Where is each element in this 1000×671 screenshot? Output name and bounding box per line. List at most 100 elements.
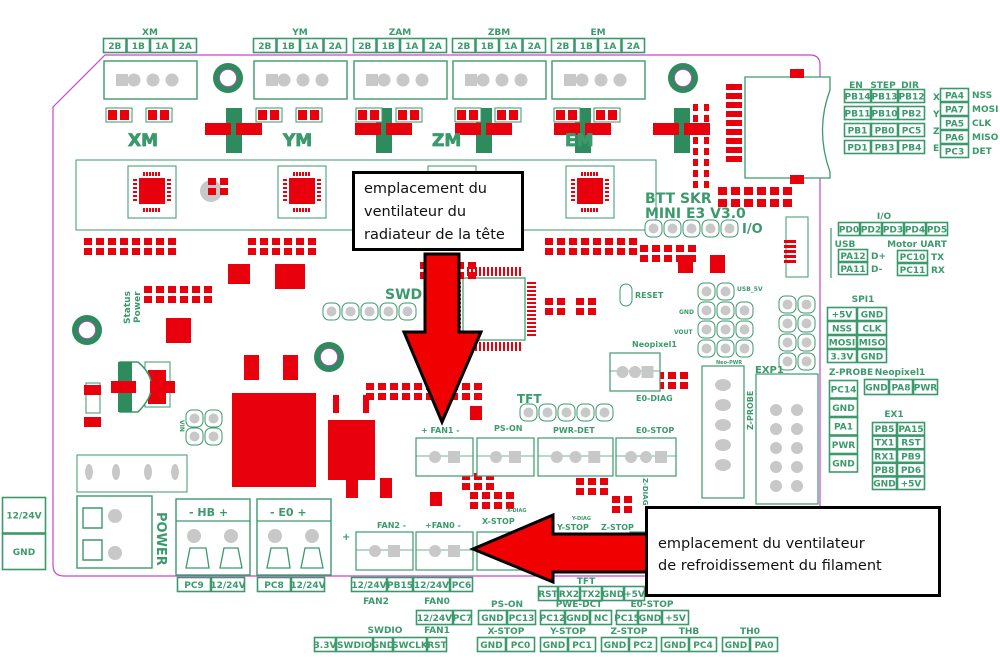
pin-cell [299, 37, 324, 54]
pin-cell [939, 115, 970, 131]
pin-cell [600, 636, 630, 653]
pin-cell [843, 105, 872, 121]
pin-cell [290, 576, 326, 593]
z-diag-silk: Z-DIAG [641, 478, 649, 506]
status-led-silk: Status [123, 291, 133, 324]
pin-label: MOSI [829, 338, 855, 348]
board-name-line1: BTT SKR [645, 191, 712, 207]
ex1-title: EX1 [884, 410, 903, 420]
pin-cell [601, 585, 625, 602]
pin-label: 1A [305, 42, 318, 52]
pin-cell [939, 129, 970, 145]
pin-cell [498, 37, 523, 54]
pin-label: PD6 [901, 466, 921, 476]
pin-cell [828, 435, 859, 455]
gnd-silk: GND [679, 309, 694, 316]
pin-label: SWDIO [337, 641, 372, 651]
pin-label: PA11 [840, 265, 865, 275]
pin-cell [870, 139, 899, 155]
pin-label: GND [602, 590, 624, 600]
pin-cell [826, 334, 858, 350]
pin-cell [323, 37, 348, 54]
pin-label: 2B [258, 42, 271, 52]
pin-label: GND [372, 641, 394, 651]
pin-label: PA7 [945, 105, 964, 115]
pin-label: PA0 [755, 641, 774, 651]
pin-label: RX2 [559, 590, 579, 600]
pin-label: PD4 [905, 225, 925, 235]
pin-label: PB9 [901, 452, 921, 462]
pin-label: NSS [832, 324, 852, 334]
pin-label: PB14 [845, 92, 871, 102]
sd-pin: PA5 [939, 115, 970, 131]
pin-cell [621, 37, 646, 54]
pin-label: SWCLK [392, 641, 429, 651]
bottom-header-title: SWDIO [368, 626, 403, 636]
uart-signal: TX [931, 253, 944, 263]
sd-pin: PA7 [939, 101, 970, 117]
pin-cell [539, 609, 566, 626]
pin-cell [615, 609, 639, 626]
pin-label: PB3 [875, 143, 895, 153]
pin-cell [350, 576, 388, 593]
pin-cell [276, 37, 301, 54]
io-header-title: I/O [877, 212, 892, 222]
pin-label: PD3 [883, 225, 903, 235]
pin-label: PC7 [453, 614, 472, 624]
pin-cell [871, 448, 898, 464]
bottom-header-title: FAN1 [424, 626, 450, 636]
pin-label: 2B [358, 42, 371, 52]
pin-label: GND [865, 383, 887, 393]
pin-cell [372, 636, 394, 653]
pin-cell [173, 37, 198, 54]
pin-label: TX1 [875, 439, 894, 449]
pin-cell [896, 476, 926, 491]
pin-cell [579, 585, 603, 602]
pin-cell [451, 37, 476, 54]
pin-label: GND [543, 641, 565, 651]
heatsink-fan-arrow [401, 252, 484, 426]
bottom-header-title: THB [679, 627, 700, 637]
pin-cell [449, 576, 474, 593]
bottom-header-title: E0-STOP [630, 600, 673, 610]
x-diag-silk: X-DIAG [507, 508, 527, 514]
pin-label: 1A [405, 42, 418, 52]
pin-label: CLK [862, 324, 882, 334]
motor-header-title: EM [590, 28, 605, 38]
pin-cell [313, 636, 337, 653]
sd-signal-label: DET [972, 147, 993, 157]
pin-cell [828, 453, 859, 473]
pin-label: PA5 [945, 119, 964, 129]
pin-label: PWR [914, 383, 938, 393]
sd-signal-label: MOSI [972, 105, 998, 115]
pin-cell [210, 576, 246, 593]
pin-label: GND [481, 614, 503, 624]
pin-cell [352, 37, 377, 54]
pin-label: PB13 [872, 92, 898, 102]
pin-label: PB12 [899, 92, 925, 102]
pin-cell [1, 533, 47, 571]
pin-cell [897, 105, 926, 121]
pin-label: PC14 [831, 386, 857, 396]
pin-label: PC8 [264, 581, 283, 591]
bottom-header-title: TH0 [740, 627, 760, 637]
pin-cell [896, 421, 926, 436]
pin-label: 2A [179, 42, 192, 52]
pin-cell [871, 421, 898, 436]
neopixel1-title: Neopixel1 [875, 368, 926, 378]
pin-cell [567, 636, 597, 653]
hb-silk: - HB + [189, 506, 228, 519]
pin-cell [837, 221, 861, 237]
